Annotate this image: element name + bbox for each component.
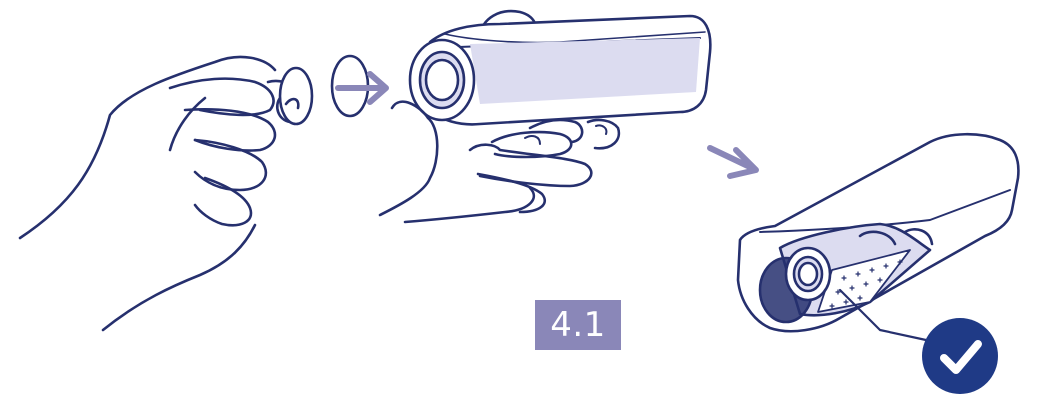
device-open-compartment-icon [738, 134, 1018, 340]
arrow-down-right-icon [710, 148, 756, 176]
checkmark-circle-icon [922, 318, 998, 394]
step-number-label: 4.1 [550, 305, 606, 345]
hand-holding-device-icon [380, 11, 710, 222]
hand-holding-filter-ring-icon [20, 57, 312, 330]
step-number-badge: 4.1 [535, 300, 621, 350]
